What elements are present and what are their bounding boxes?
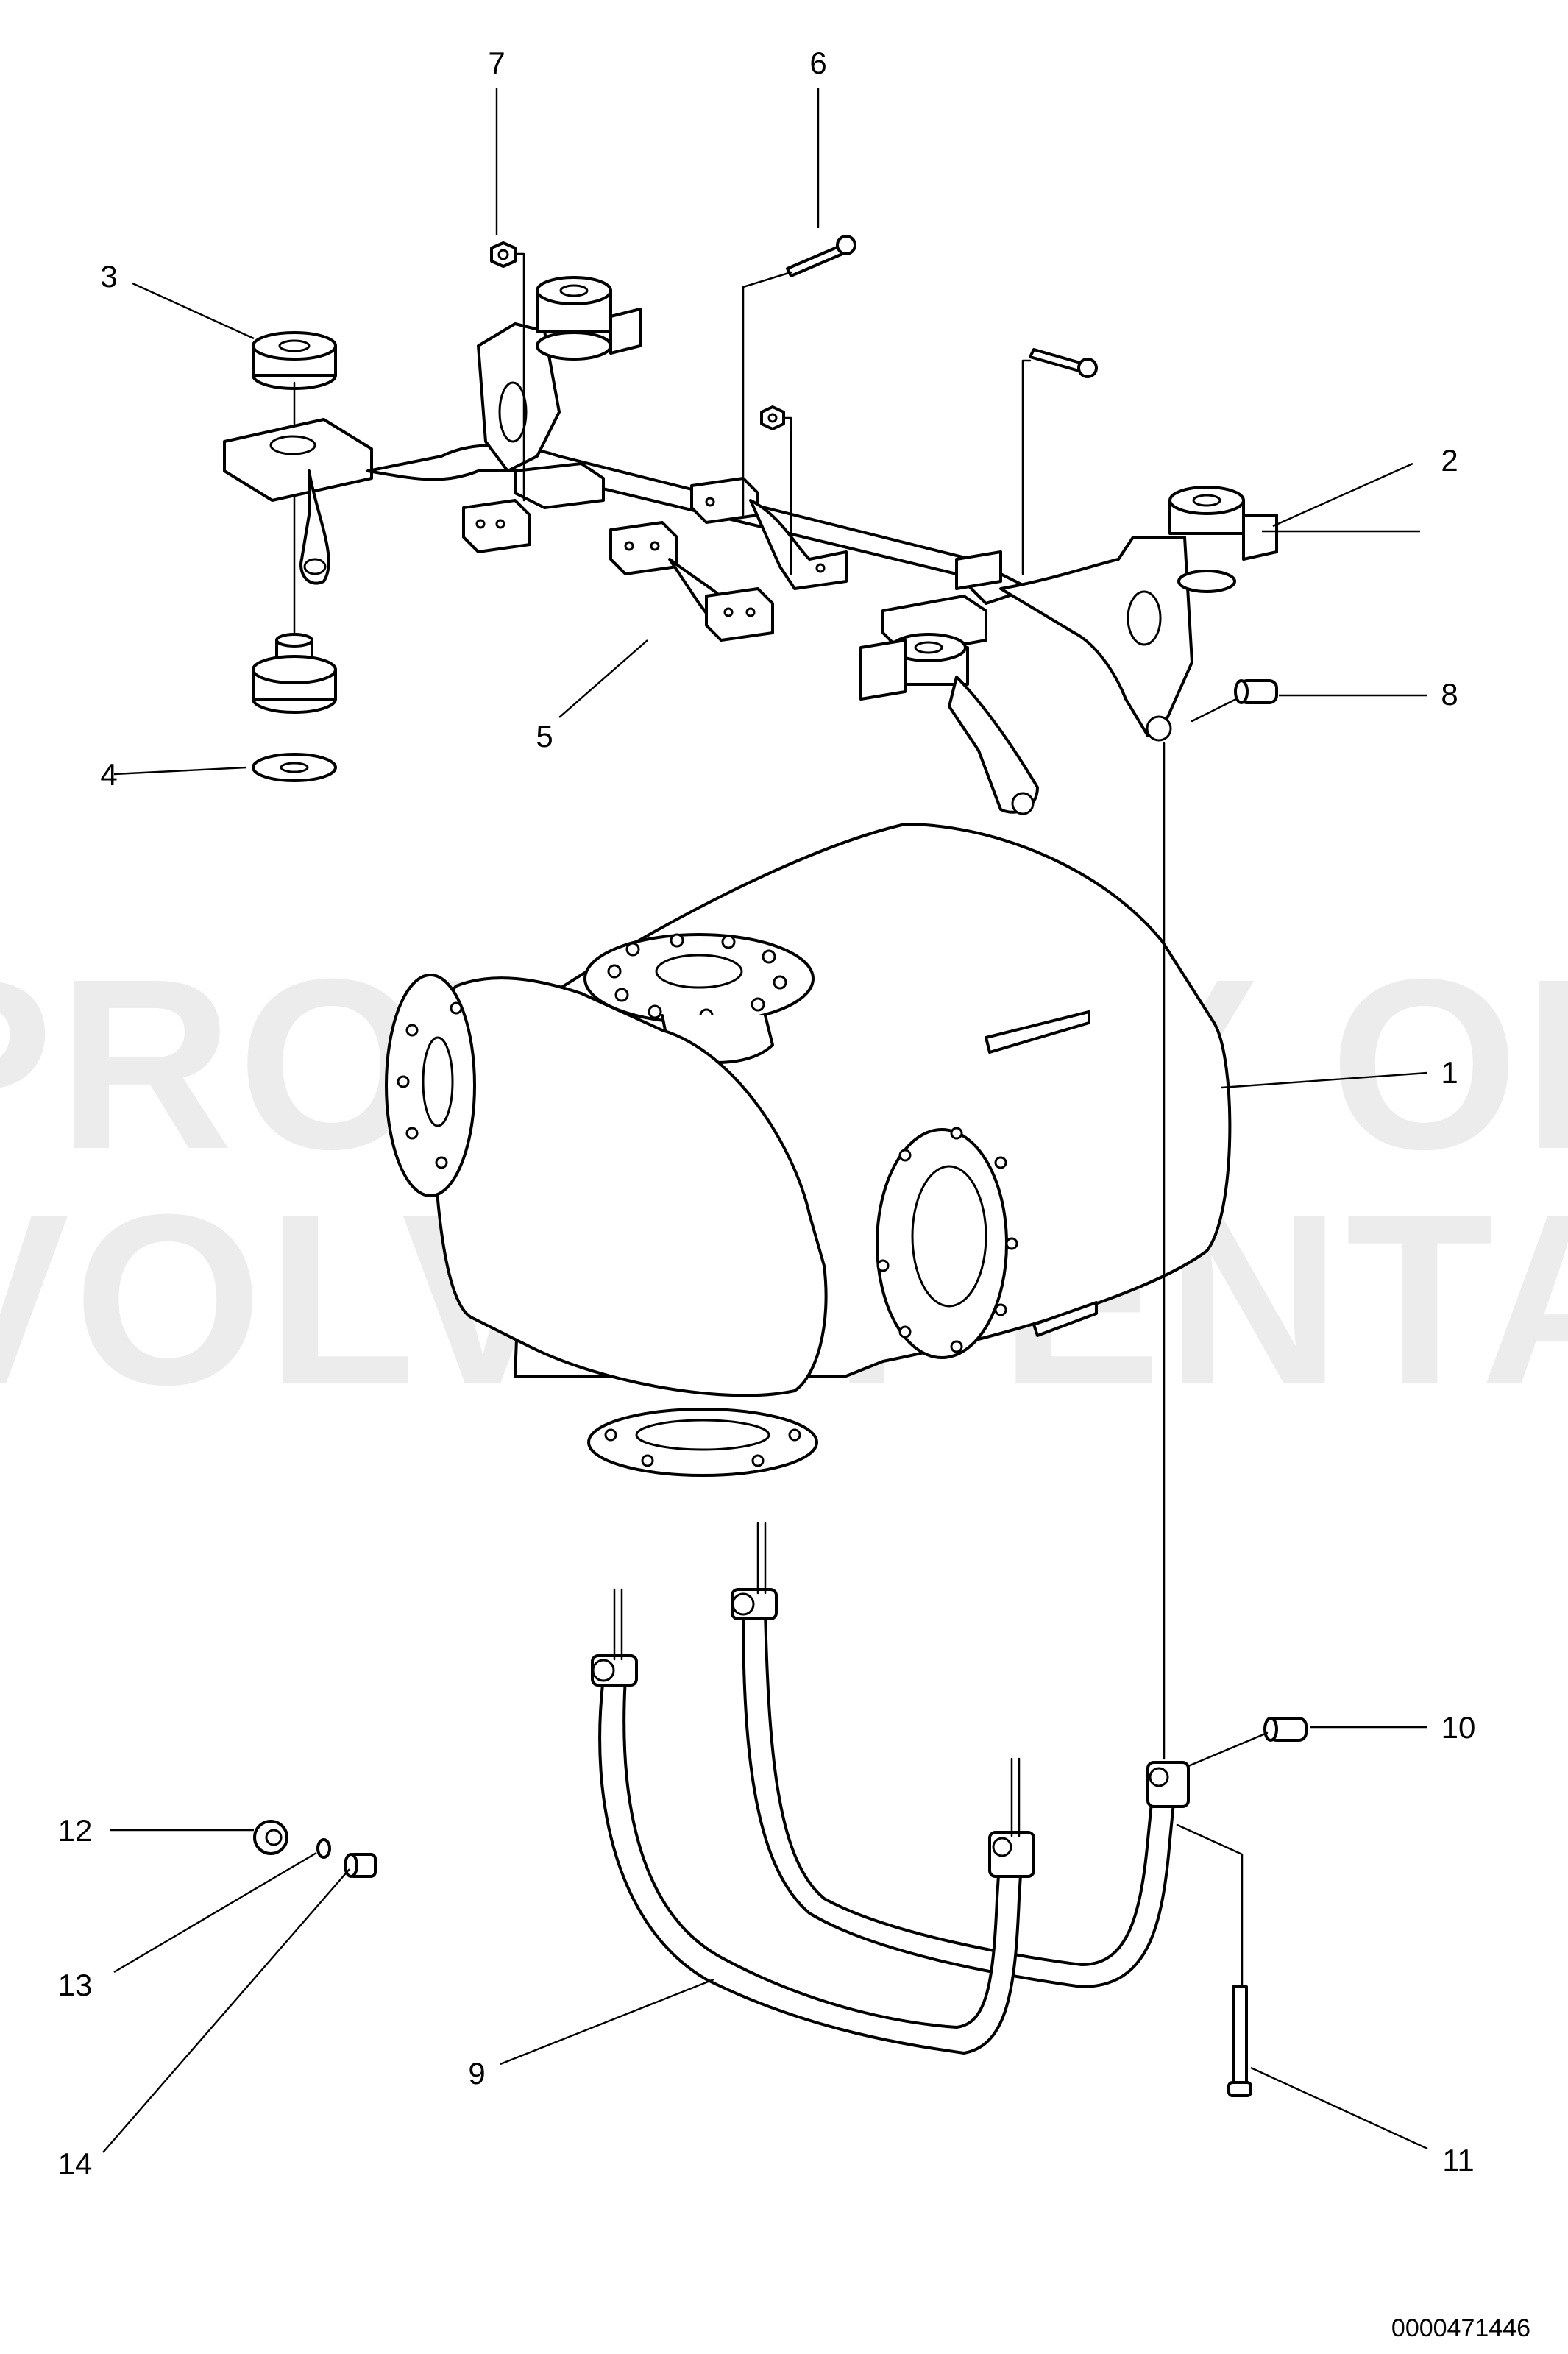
- callout-6: 6: [809, 46, 826, 80]
- callout-11: 11: [1442, 2143, 1475, 2177]
- callout-4: 4: [100, 757, 117, 792]
- callout-5: 5: [536, 719, 553, 754]
- part-6-bolts: [742, 235, 1098, 575]
- part-4-lower-bushing-washer: [252, 633, 337, 782]
- part-14-plug: [344, 1853, 377, 1878]
- document-number: 0000471446: [1391, 2314, 1530, 2342]
- callout-10: 10: [1441, 1710, 1476, 1745]
- part-7-nuts: [490, 241, 792, 575]
- callout-9: 9: [468, 2056, 485, 2091]
- callout-3: 3: [100, 259, 117, 294]
- callout-8: 8: [1441, 677, 1458, 712]
- part-10-pin: [1187, 1717, 1308, 1768]
- part-11-bolt: [1176, 1823, 1252, 2097]
- part-8-pin: [1191, 679, 1278, 723]
- callout-2: 2: [1441, 443, 1458, 478]
- part-9-straps: [591, 1522, 1190, 2055]
- part-13-washer: [316, 1838, 331, 1859]
- callout-labels: 1 2 3 4 5 6 7 8 9 10 11 12 13 14: [58, 46, 1476, 2181]
- part-3-upper-bushing: [252, 331, 337, 390]
- part-2-mounting-bracket: [223, 276, 1278, 815]
- callout-13: 13: [58, 1968, 93, 2002]
- callout-14: 14: [58, 2146, 93, 2181]
- callout-7: 7: [488, 46, 505, 80]
- part-1-silencer: [385, 823, 1232, 1477]
- part-5-clamp: [609, 521, 774, 642]
- callout-12: 12: [58, 1813, 93, 1848]
- part-12-grommet: [253, 1820, 288, 1855]
- callout-1: 1: [1441, 1055, 1458, 1090]
- leader-lines: [102, 88, 1428, 2153]
